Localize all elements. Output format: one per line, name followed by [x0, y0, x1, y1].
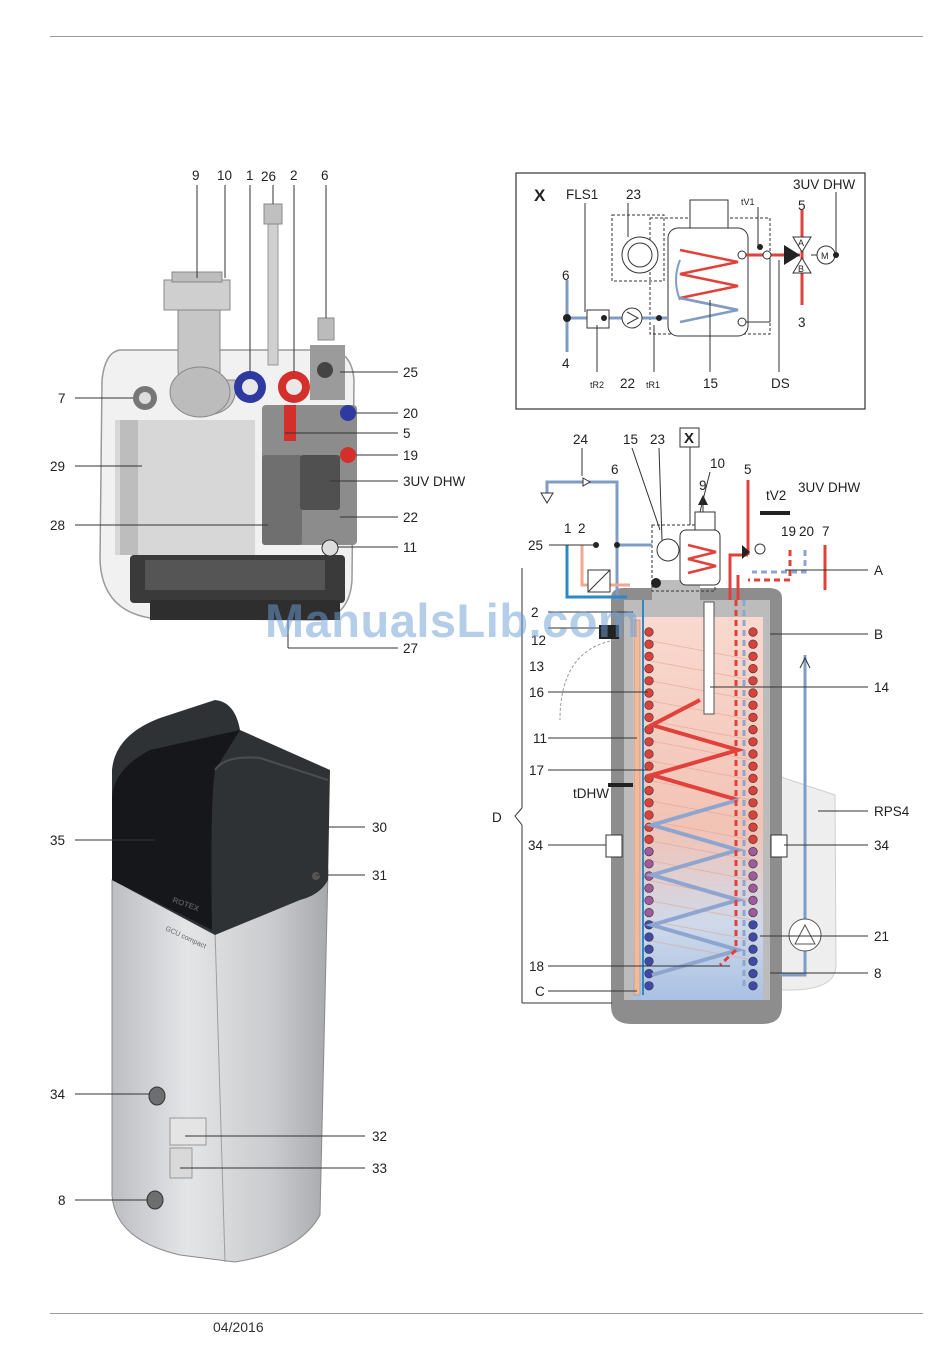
label-21: 21 [874, 929, 889, 944]
label-a: A [874, 563, 883, 578]
label-6: 6 [611, 462, 619, 477]
label-7: 7 [822, 524, 830, 539]
coil-dot [749, 762, 758, 771]
coil-dot [645, 628, 654, 637]
coil-dot [749, 945, 758, 954]
coil-dot [645, 652, 654, 661]
label-16: 16 [529, 685, 544, 700]
label-8: 8 [874, 966, 882, 981]
coil-dot [749, 860, 758, 869]
label-24: 24 [573, 432, 589, 447]
coil-dot [645, 689, 654, 698]
coil-dot [645, 896, 654, 905]
coil-dot [645, 847, 654, 856]
label-2: 2 [578, 521, 586, 536]
label-13: 13 [529, 659, 544, 674]
label-15: 15 [623, 432, 638, 447]
coil-dot [645, 811, 654, 820]
label-18: 18 [529, 959, 544, 974]
label-3uv-dhw: 3UV DHW [798, 480, 861, 495]
coil-dot [749, 921, 758, 930]
coil-dot [645, 640, 654, 649]
label-10: 10 [710, 456, 725, 471]
label-9: 9 [699, 478, 707, 493]
coil-dot [645, 677, 654, 686]
label-14: 14 [874, 680, 890, 695]
coil-dot [749, 799, 758, 808]
label-34-right: 34 [874, 838, 890, 853]
coil-dot [645, 908, 654, 917]
coil-dot [645, 750, 654, 759]
coil-dot [749, 847, 758, 856]
coil-dot [645, 982, 654, 991]
coil-dot [645, 738, 654, 747]
coil-dot [645, 762, 654, 771]
label-x-marker: X [684, 430, 694, 447]
coil-dot [645, 786, 654, 795]
coil-dot [749, 933, 758, 942]
label-b: B [874, 627, 883, 642]
coil-dot [749, 823, 758, 832]
coil-dot [749, 811, 758, 820]
label-23: 23 [650, 432, 665, 447]
coil-dot [749, 750, 758, 759]
coil-dot [645, 799, 654, 808]
coil-dot [645, 713, 654, 722]
coil-dot [749, 774, 758, 783]
coil-dot [645, 860, 654, 869]
coil-dot [749, 872, 758, 881]
coil-dot [645, 945, 654, 954]
label-34-left: 34 [528, 838, 544, 853]
label-19: 19 [781, 524, 796, 539]
coil-dot [645, 664, 654, 673]
label-c: C [535, 984, 545, 999]
label-tdhw: tDHW [573, 786, 609, 801]
label-1: 1 [564, 521, 572, 536]
coil-dot [749, 957, 758, 966]
coil-dot [645, 957, 654, 966]
coil-dot [749, 908, 758, 917]
label-d: D [492, 810, 502, 825]
coil-dot [749, 689, 758, 698]
coil-dot [749, 652, 758, 661]
coil-dot [749, 664, 758, 673]
coil-dot [749, 982, 758, 991]
coil-dot [749, 701, 758, 710]
coil-dot [749, 835, 758, 844]
coil-dot [645, 701, 654, 710]
coil-dot [645, 835, 654, 844]
coil-dot [749, 725, 758, 734]
label-11: 11 [533, 731, 547, 746]
coil-dot [749, 713, 758, 722]
label-rps4: RPS4 [874, 804, 910, 819]
coil-dot [749, 896, 758, 905]
coil-dot [645, 933, 654, 942]
coil-dot [749, 786, 758, 795]
label-17: 17 [529, 763, 544, 778]
coil-dot [749, 640, 758, 649]
coil-dot [749, 677, 758, 686]
label-tv2: tV2 [766, 488, 786, 503]
coil-dot [645, 884, 654, 893]
coil-dot [749, 969, 758, 978]
coil-dot [749, 628, 758, 637]
coil-dot [749, 738, 758, 747]
label-25: 25 [528, 538, 543, 553]
label-5: 5 [744, 462, 752, 477]
label-20: 20 [799, 524, 814, 539]
watermark: ManualsLib.com [265, 593, 640, 648]
coil-dot [749, 884, 758, 893]
